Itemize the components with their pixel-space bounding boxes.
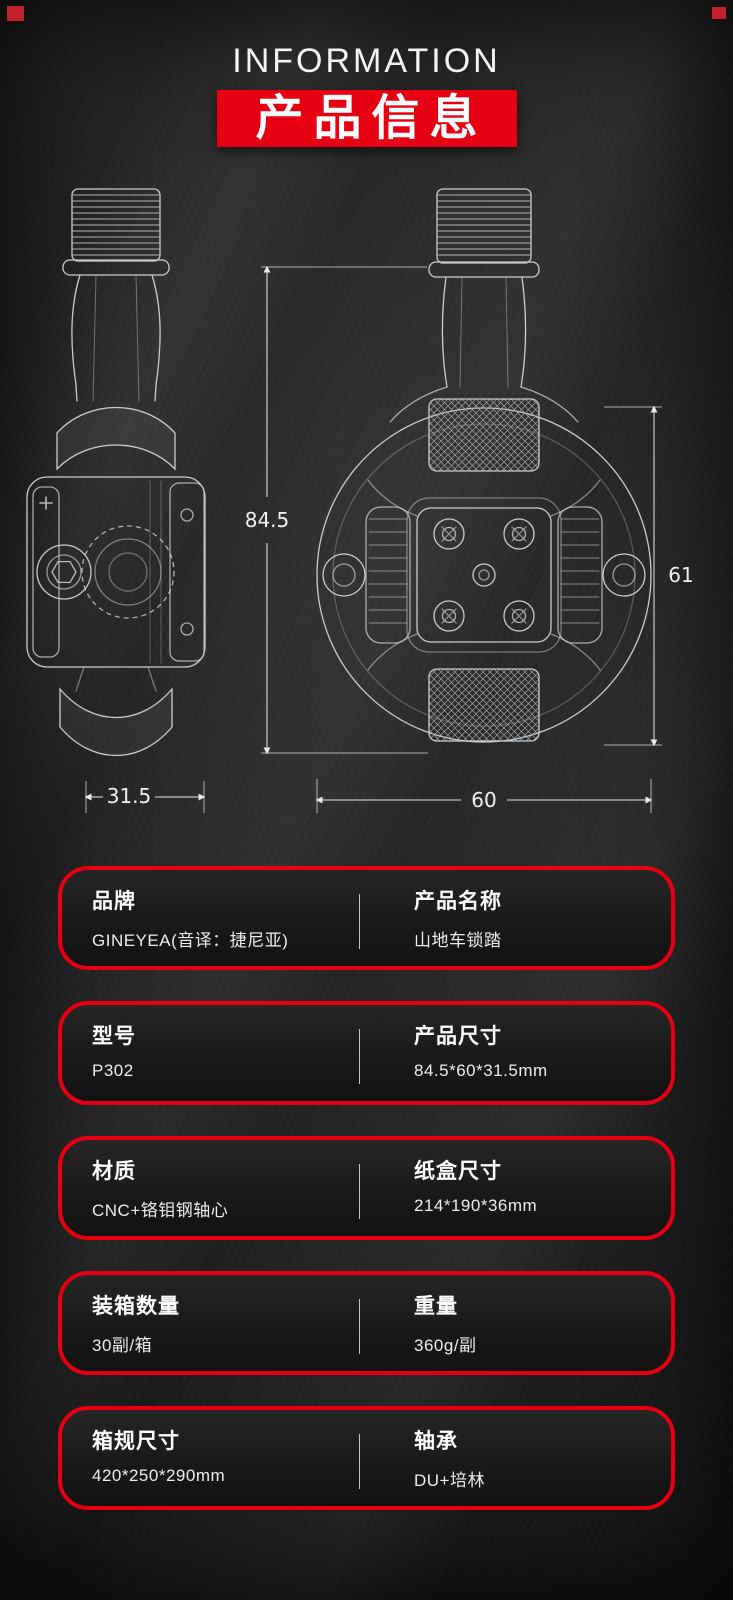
spec-value: P302: [92, 1061, 134, 1080]
spec-card-packing: 装箱数量 30副/箱 重量 360g/副: [58, 1271, 675, 1375]
dimension-lines: [84, 265, 662, 813]
card-divider: [359, 894, 360, 949]
spec-label: 型号: [92, 1025, 136, 1048]
page-title-zh: 产品信息: [255, 91, 488, 145]
card-divider: [359, 1164, 360, 1219]
spec-card-material: 材质 CNC+铬钼钢轴心 纸盒尺寸 214*190*36mm: [58, 1136, 675, 1240]
spec-value: 84.5*60*31.5mm: [414, 1061, 548, 1080]
spec-cards: 品牌 GINEYEA(音译：捷尼亚) 产品名称 山地车锁踏 型号 P302 产品…: [58, 866, 675, 1541]
spec-card-model: 型号 P302 产品尺寸 84.5*60*31.5mm: [58, 1001, 675, 1105]
spec-value: CNC+铬钼钢轴心: [92, 1201, 229, 1220]
card-divider: [359, 1299, 360, 1354]
spec-label: 产品名称: [414, 890, 502, 913]
title-red-banner: 产品信息: [216, 90, 517, 147]
dim-body-width-label: 60: [471, 788, 496, 812]
spec-card-carton: 箱规尺寸 420*250*290mm 轴承 DU+培林: [58, 1406, 675, 1510]
spec-value: 214*190*36mm: [414, 1196, 538, 1215]
torx-bolts: [433, 518, 535, 632]
spec-label: 产品尺寸: [414, 1025, 502, 1048]
pedal-side-view: [26, 188, 206, 756]
spec-value: GINEYEA(音译：捷尼亚): [92, 931, 289, 950]
corner-accent-left: [7, 6, 24, 21]
spec-value: 420*250*290mm: [92, 1466, 226, 1485]
spec-value: 30副/箱: [92, 1336, 153, 1355]
dim-total-height-label: 84.5: [245, 508, 290, 532]
spec-label: 装箱数量: [92, 1295, 180, 1318]
spec-value: DU+培林: [414, 1471, 485, 1490]
dim-body-height-label: 61: [668, 563, 693, 587]
dim-side-width-label: 31.5: [107, 784, 152, 808]
spec-label: 纸盒尺寸: [414, 1160, 502, 1183]
corner-accent-right: [712, 7, 726, 19]
pedal-technical-drawing: 84.5 61 60 31.5: [26, 188, 694, 813]
spec-label: 轴承: [414, 1430, 458, 1453]
card-divider: [359, 1434, 360, 1489]
spec-card-brand: 品牌 GINEYEA(音译：捷尼亚) 产品名称 山地车锁踏: [58, 866, 675, 970]
spec-label: 材质: [92, 1160, 136, 1183]
pedal-front-view: [316, 188, 652, 743]
spec-value: 360g/副: [414, 1336, 477, 1355]
spec-label: 重量: [414, 1295, 458, 1318]
card-divider: [359, 1029, 360, 1084]
page-title-en: INFORMATION: [232, 42, 501, 80]
spec-label: 箱规尺寸: [92, 1430, 180, 1453]
spec-label: 品牌: [92, 890, 136, 913]
spec-value: 山地车锁踏: [414, 931, 502, 950]
dimension-labels: 84.5 61 60 31.5: [107, 508, 694, 812]
